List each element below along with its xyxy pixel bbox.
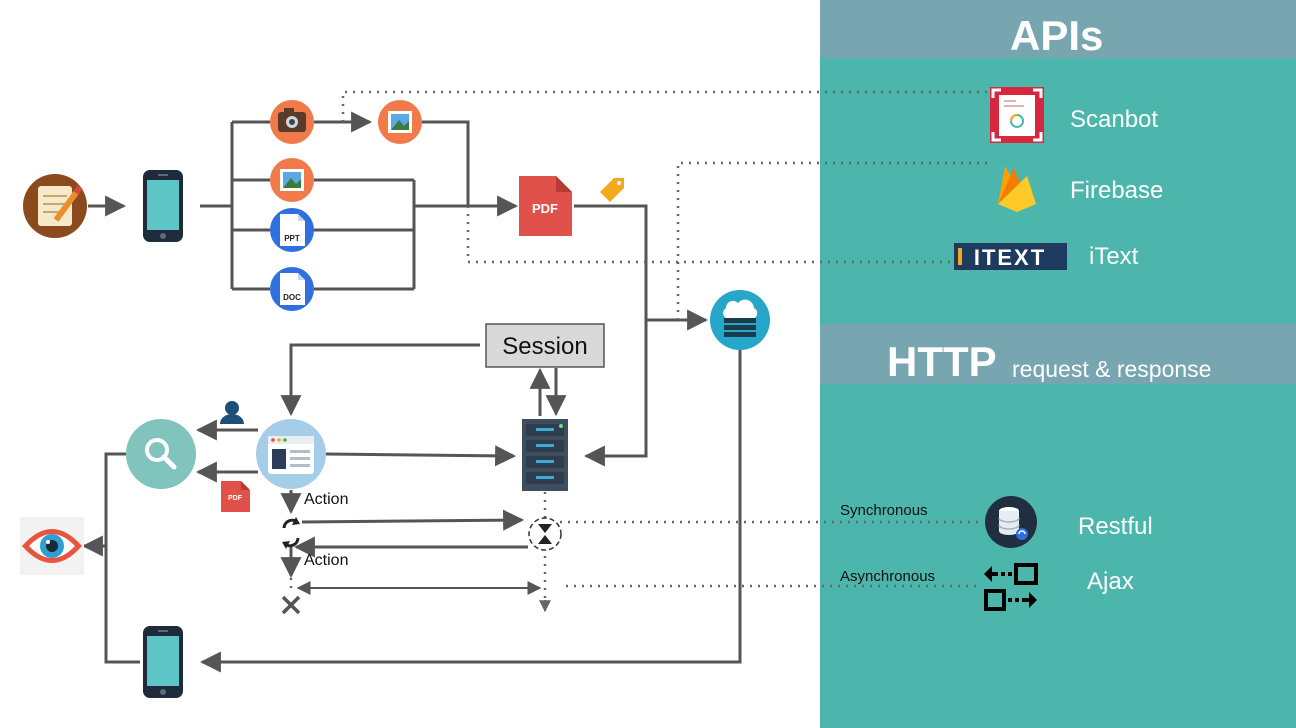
notepad-icon (23, 174, 87, 238)
http-panel-header (820, 324, 1296, 384)
eye-icon (20, 517, 84, 575)
session-label: Session (502, 333, 587, 360)
doc-label: DOC (283, 293, 301, 302)
hourglass-icon (528, 517, 562, 551)
tag-icon (600, 178, 624, 202)
search-icon (126, 419, 196, 489)
server-icon (522, 419, 568, 491)
synchronous-label: Synchronous (840, 502, 928, 519)
image-icon (270, 158, 314, 202)
http-subtitle: request & response (1012, 356, 1212, 382)
cloud-server-icon (710, 290, 770, 350)
asynchronous-label: Asynchronous (840, 568, 936, 585)
apis-title: APIs (1010, 12, 1104, 59)
camera-icon (270, 100, 314, 144)
close-icon (281, 595, 301, 615)
pdf-file-icon: PDF (519, 176, 572, 236)
http-panel (820, 384, 1296, 728)
firebase-label: Firebase (1070, 177, 1164, 204)
http-title: HTTP (887, 338, 997, 385)
image-icon-captured (378, 100, 422, 144)
refresh-icon (282, 517, 300, 549)
doc-file-icon: DOC (270, 267, 314, 311)
phone-icon-bottom (143, 626, 183, 698)
user-icon (220, 401, 244, 424)
small-pdf-label: PDF (228, 495, 243, 502)
ppt-label: PPT (284, 234, 300, 243)
action-label-1: Action (304, 491, 349, 508)
ppt-file-icon: PPT (270, 208, 314, 252)
itext-logo-icon: ITEXT (954, 243, 1067, 270)
async-arrows-icon (984, 563, 1038, 611)
web-page-icon (256, 419, 326, 489)
phone-icon-top (143, 170, 183, 242)
apis-panel (820, 58, 1296, 324)
apis-panel-header (820, 0, 1296, 58)
itext-logo-text: ITEXT (974, 245, 1046, 270)
itext-label: iText (1089, 243, 1139, 270)
action-label-2: Action (304, 552, 349, 569)
dotted-connectors (289, 90, 988, 600)
restful-label: Restful (1078, 513, 1153, 540)
small-pdf-icon: PDF (221, 481, 250, 512)
output-flow-lines (81, 320, 742, 673)
firebase-logo-icon (998, 166, 1036, 212)
ajax-label: Ajax (1087, 568, 1134, 595)
pdf-label: PDF (532, 201, 558, 216)
scanbot-logo-icon (990, 87, 1044, 143)
session-box: Session (485, 323, 605, 368)
scanbot-label: Scanbot (1070, 106, 1159, 133)
database-sync-icon (985, 496, 1037, 548)
